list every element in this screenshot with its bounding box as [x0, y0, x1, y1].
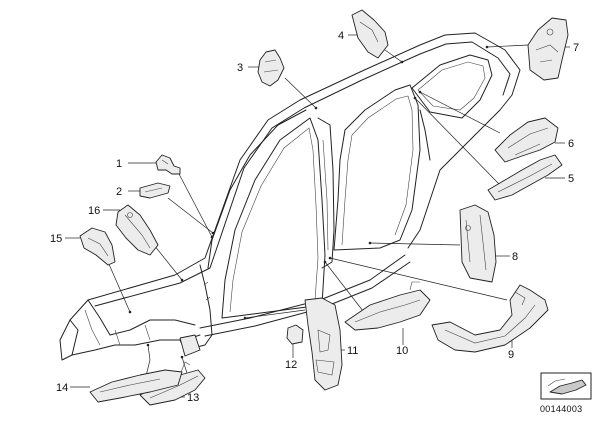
part-7-corner-plate: [527, 17, 569, 81]
part-1-bracket: [155, 154, 181, 175]
part-label-15: 15: [50, 233, 62, 245]
part-14-floor-plate: [89, 369, 183, 403]
part-label-11: 11: [347, 345, 358, 357]
part-label-16: 16: [88, 205, 100, 217]
part-8-panel: [459, 204, 497, 283]
attachment-points: [128, 45, 489, 359]
part-label-8: 8: [512, 251, 518, 263]
part-9-rail: [431, 284, 549, 353]
diagram-code: 00144003: [540, 404, 583, 414]
part-5-reinforcement: [487, 154, 563, 201]
part-6-bracket: [494, 117, 559, 163]
part-label-2: 2: [116, 186, 122, 198]
part-label-9: 9: [508, 349, 514, 361]
part-label-6: 6: [568, 138, 574, 150]
part-label-12: 12: [285, 359, 297, 371]
body-side-frame: [59, 32, 521, 361]
part-label-7: 7: [573, 42, 579, 54]
part-labels: 1 2 3 4 5 6 7 8 9 10 11 12 13 14 15 16: [50, 30, 579, 404]
part-label-1: 1: [116, 158, 122, 170]
part-label-3: 3: [237, 62, 243, 74]
part-label-13: 13: [187, 392, 199, 404]
part-11-reinforcement: [304, 297, 343, 391]
part-label-5: 5: [568, 173, 574, 185]
part-2-plate: [139, 182, 171, 199]
reference-thumbnail: [540, 372, 592, 400]
part-12-plate: [286, 324, 304, 345]
part-10-bracket: [344, 281, 431, 331]
part-label-14: 14: [56, 382, 68, 394]
part-4-gusset: [351, 9, 389, 59]
part-3-bracket: [257, 49, 285, 87]
part-15-bracket: [79, 227, 116, 266]
part-label-4: 4: [338, 30, 344, 42]
part-label-10: 10: [396, 345, 408, 357]
part-16-plate: [115, 204, 159, 256]
